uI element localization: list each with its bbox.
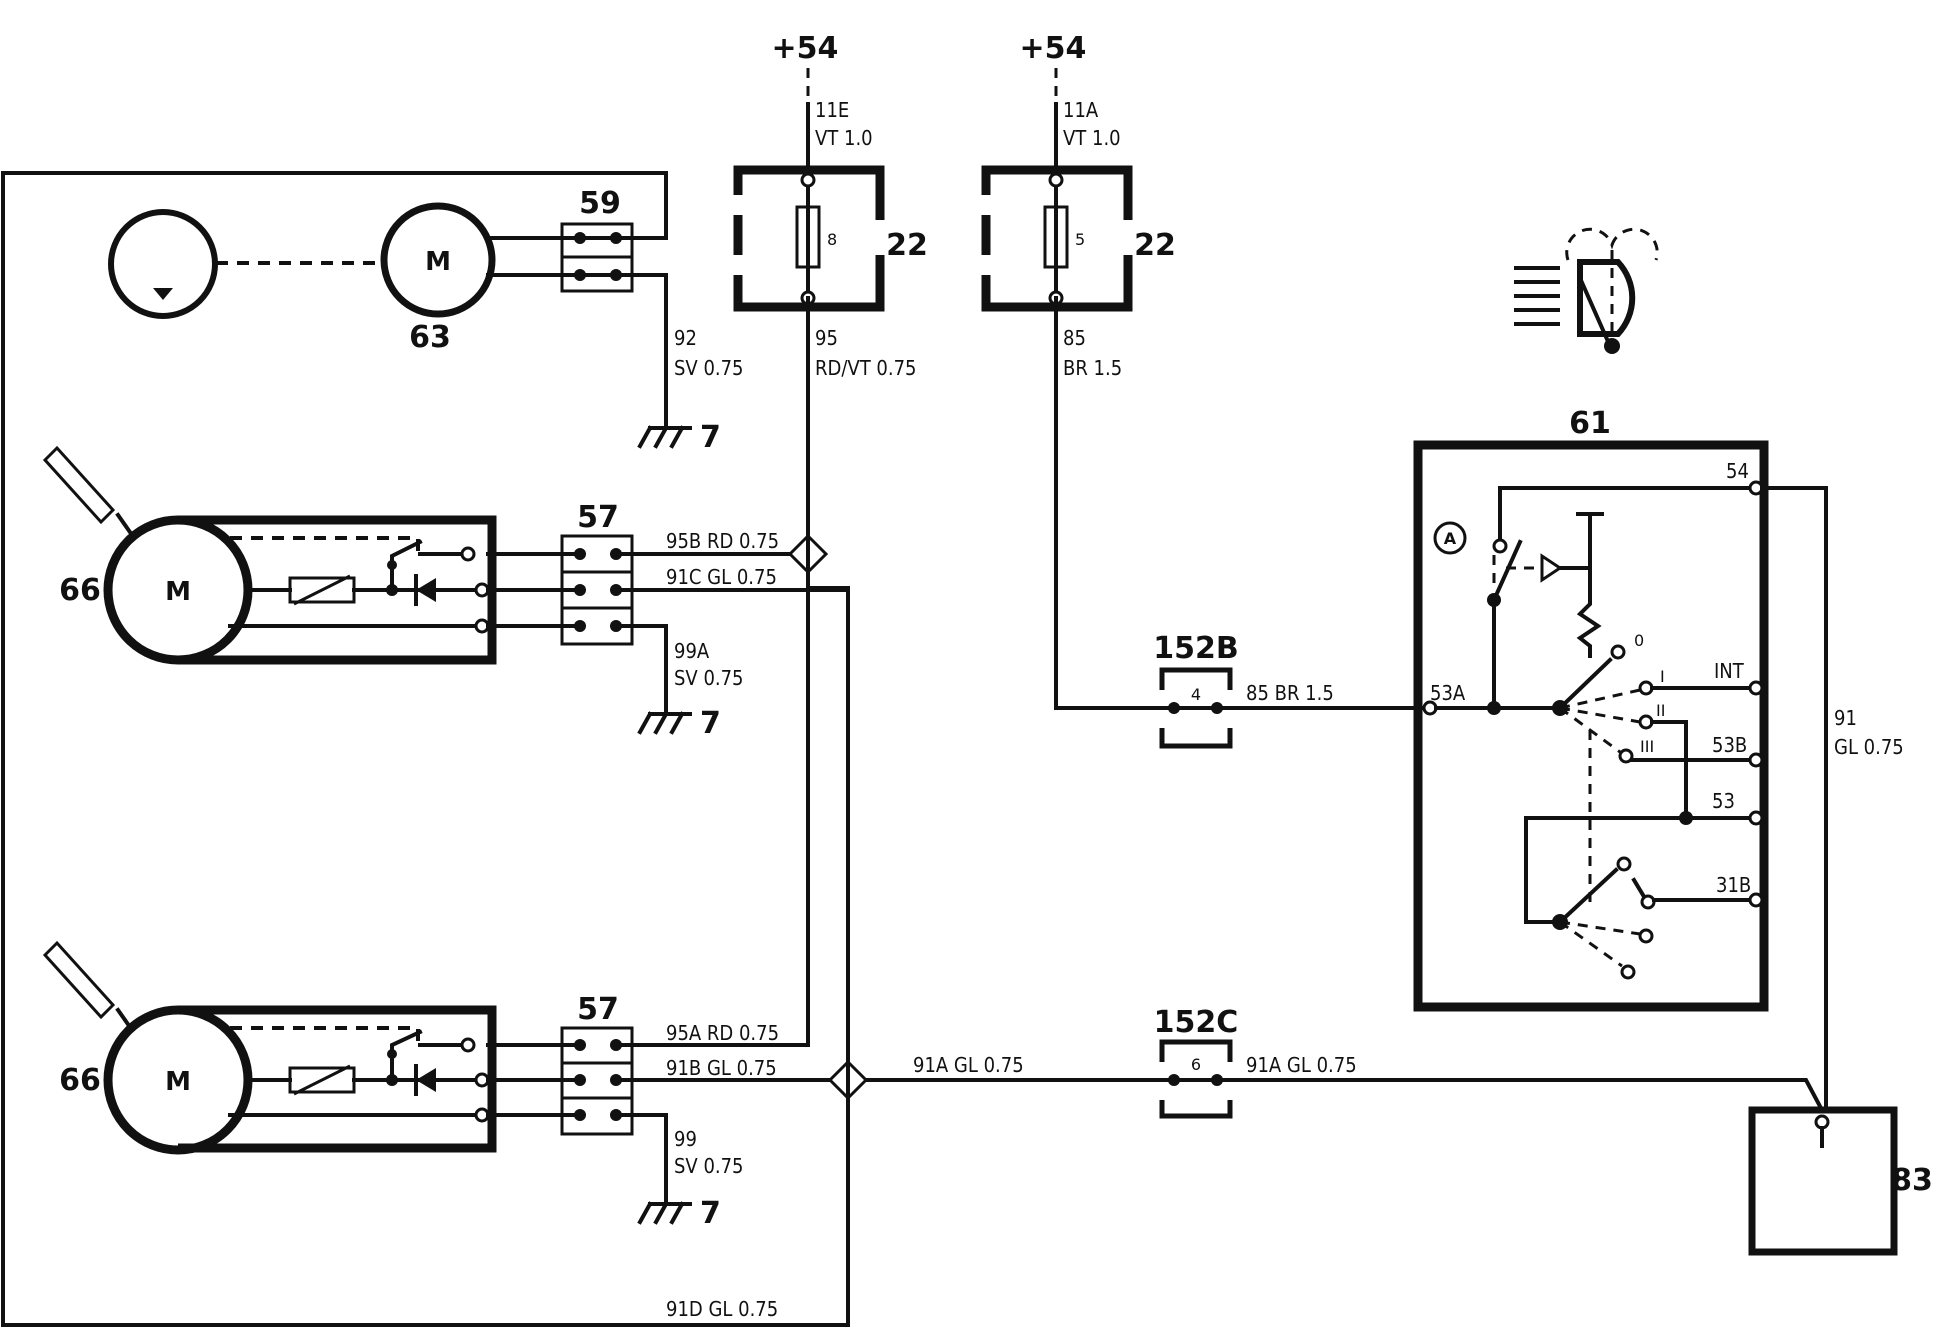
terminal-int-label: INT [1714,659,1745,683]
wire-91-id: 91 [1834,706,1857,730]
wire-11e-spec: VT 1.0 [815,126,873,150]
wire-85-horizontal: 85 BR 1.5 [1246,681,1334,705]
ground-symbol-2 [637,711,692,735]
label-22-left: 22 [886,228,928,263]
position-i: I [1660,667,1665,686]
supply-left: +54 [772,31,839,66]
wiper-arm-icon-bottom [42,940,135,1033]
washer-unit-83 [1748,1106,1898,1256]
connector-152b-pin: 4 [1191,685,1201,704]
wiper-motor-66-bottom: M [103,1005,497,1155]
connector-152b [1159,667,1233,749]
splice-91 [827,1059,869,1101]
terminal-31b [1748,892,1764,908]
wire-91a-right: 91A GL 0.75 [1246,1053,1357,1077]
wire-95b: 95B RD 0.75 [666,529,779,553]
wire-99-id: 99 [674,1127,697,1151]
label-66-top: 66 [59,573,101,608]
motor-label: M [165,577,191,607]
wire-91a-mid: 91A GL 0.75 [913,1053,1024,1077]
motor-label: M [425,247,451,277]
motor-label: M [165,1067,191,1097]
wire-85-spec: BR 1.5 [1063,356,1122,380]
label-22-right: 22 [1134,228,1176,263]
terminal-53b-label: 53B [1712,733,1747,757]
fuse-5 [1043,205,1069,269]
wire-95-id: 95 [815,326,838,350]
marker-a: A [1444,529,1457,548]
label-152c: 152C [1154,1005,1239,1040]
marker-a-circle [1433,521,1467,555]
fuse-8 [795,205,821,269]
fusebox-22-right [981,165,1133,312]
wire-91-spec: GL 0.75 [1834,735,1904,759]
label-66-bottom: 66 [59,1063,101,1098]
wire-91d: 91D GL 0.75 [666,1297,778,1321]
label-152b: 152B [1153,631,1239,666]
ground-symbol-1 [637,425,692,449]
washer-reservoir [108,209,218,319]
label-59: 59 [579,186,621,221]
splice-95 [787,533,829,575]
supply-right: +54 [1020,31,1087,66]
wire-95-spec: RD/VT 0.75 [815,356,916,380]
wire-92-id: 92 [674,326,697,350]
connector-59 [560,222,634,293]
connector-152c-pin: 6 [1191,1055,1201,1074]
ground-label-1: 7 [700,420,721,455]
label-83: 83 [1891,1163,1933,1198]
wiper-motor-66-top: M [103,515,497,665]
position-ii: II [1656,701,1665,720]
terminal-31b-label: 31B [1716,873,1751,897]
fuse-8-label: 8 [827,230,837,249]
wire-99a-id: 99A [674,639,710,663]
label-57-top: 57 [577,500,619,535]
switch-61-housing [1413,440,1769,1012]
wire-11e-id: 11E [815,98,849,122]
position-0: 0 [1634,631,1644,650]
terminal-int [1748,680,1764,696]
wire-91c: 91C GL 0.75 [666,565,777,589]
terminal-53b [1748,752,1764,768]
wire-85-id: 85 [1063,326,1086,350]
position-iii: III [1640,737,1654,756]
wire-91b: 91B GL 0.75 [666,1056,777,1080]
connector-152c [1159,1039,1233,1119]
wire-11a-id: 11A [1063,98,1099,122]
wire-92-spec: SV 0.75 [674,356,744,380]
wire-99-spec: SV 0.75 [674,1154,744,1178]
label-63: 63 [409,320,451,355]
wire-95a: 95A RD 0.75 [666,1021,779,1045]
ground-symbol-3 [637,1201,692,1225]
terminal-54-label: 54 [1726,459,1749,483]
terminal-53-label: 53 [1712,789,1735,813]
ground-label-2: 7 [700,706,721,741]
label-61: 61 [1569,406,1611,441]
wire-99a-spec: SV 0.75 [674,666,744,690]
washer-pump-motor-63: M [380,202,496,318]
terminal-53 [1748,810,1764,826]
fusebox-22-left [733,165,885,312]
headlamp-wiper-icon [1514,227,1659,354]
label-57-bottom: 57 [577,992,619,1027]
wire-11a-spec: VT 1.0 [1063,126,1121,150]
terminal-53a-label: 53A [1430,681,1466,705]
fuse-5-label: 5 [1075,230,1085,249]
wiper-arm-icon-top [42,445,135,538]
ground-label-3: 7 [700,1196,721,1231]
